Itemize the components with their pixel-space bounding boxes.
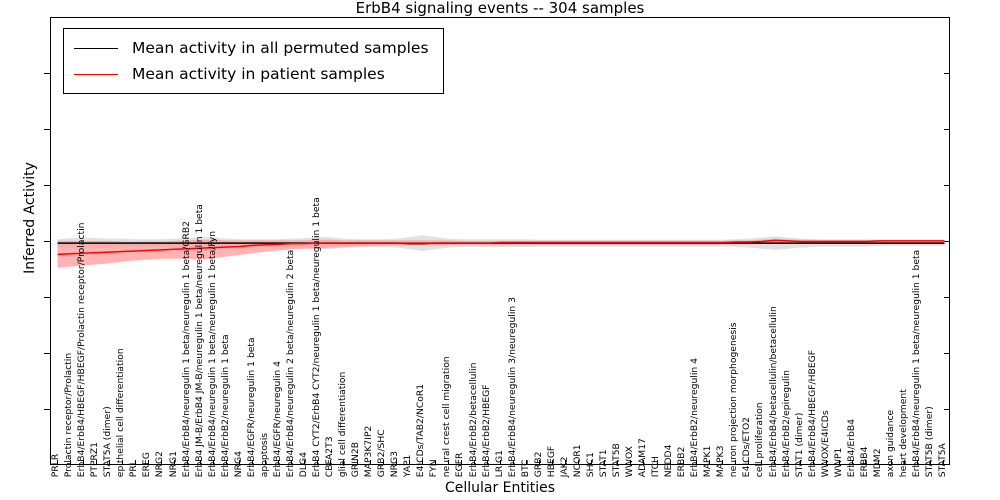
y-tick-mark: [944, 73, 950, 74]
legend-item-patient: Mean activity in patient samples: [74, 61, 429, 87]
legend-label-permuted: Mean activity in all permuted samples: [132, 39, 429, 57]
legend-swatch-patient: [74, 73, 118, 75]
y-tick-mark: [44, 129, 50, 130]
y-tick-mark: [944, 241, 950, 242]
y-tick-mark: [44, 241, 50, 242]
confidence-bands: [57, 235, 945, 268]
y-tick-mark: [944, 297, 950, 298]
series-lines: [57, 239, 945, 256]
legend: Mean activity in all permuted samples Me…: [63, 28, 444, 94]
plot-canvas: [57, 235, 945, 268]
y-tick-mark: [44, 185, 50, 186]
y-tick-mark: [944, 185, 950, 186]
y-tick-mark: [44, 409, 50, 410]
y-tick-mark: [944, 409, 950, 410]
y-axis-label: Inferred Activity: [22, 162, 38, 274]
y-tick-mark: [44, 73, 50, 74]
chart-title: ErbB4 signaling events -- 304 samples: [355, 0, 645, 17]
legend-swatch-permuted: [74, 47, 118, 49]
series-line: [57, 239, 945, 256]
legend-item-permuted: Mean activity in all permuted samples: [74, 35, 429, 61]
confidence-band: [57, 238, 945, 268]
y-tick-mark: [944, 353, 950, 354]
y-tick-mark: [44, 353, 50, 354]
y-tick-mark: [44, 297, 50, 298]
y-tick-mark: [944, 129, 950, 130]
legend-label-patient: Mean activity in patient samples: [132, 65, 385, 83]
x-axis-label: Cellular Entities: [444, 480, 556, 496]
